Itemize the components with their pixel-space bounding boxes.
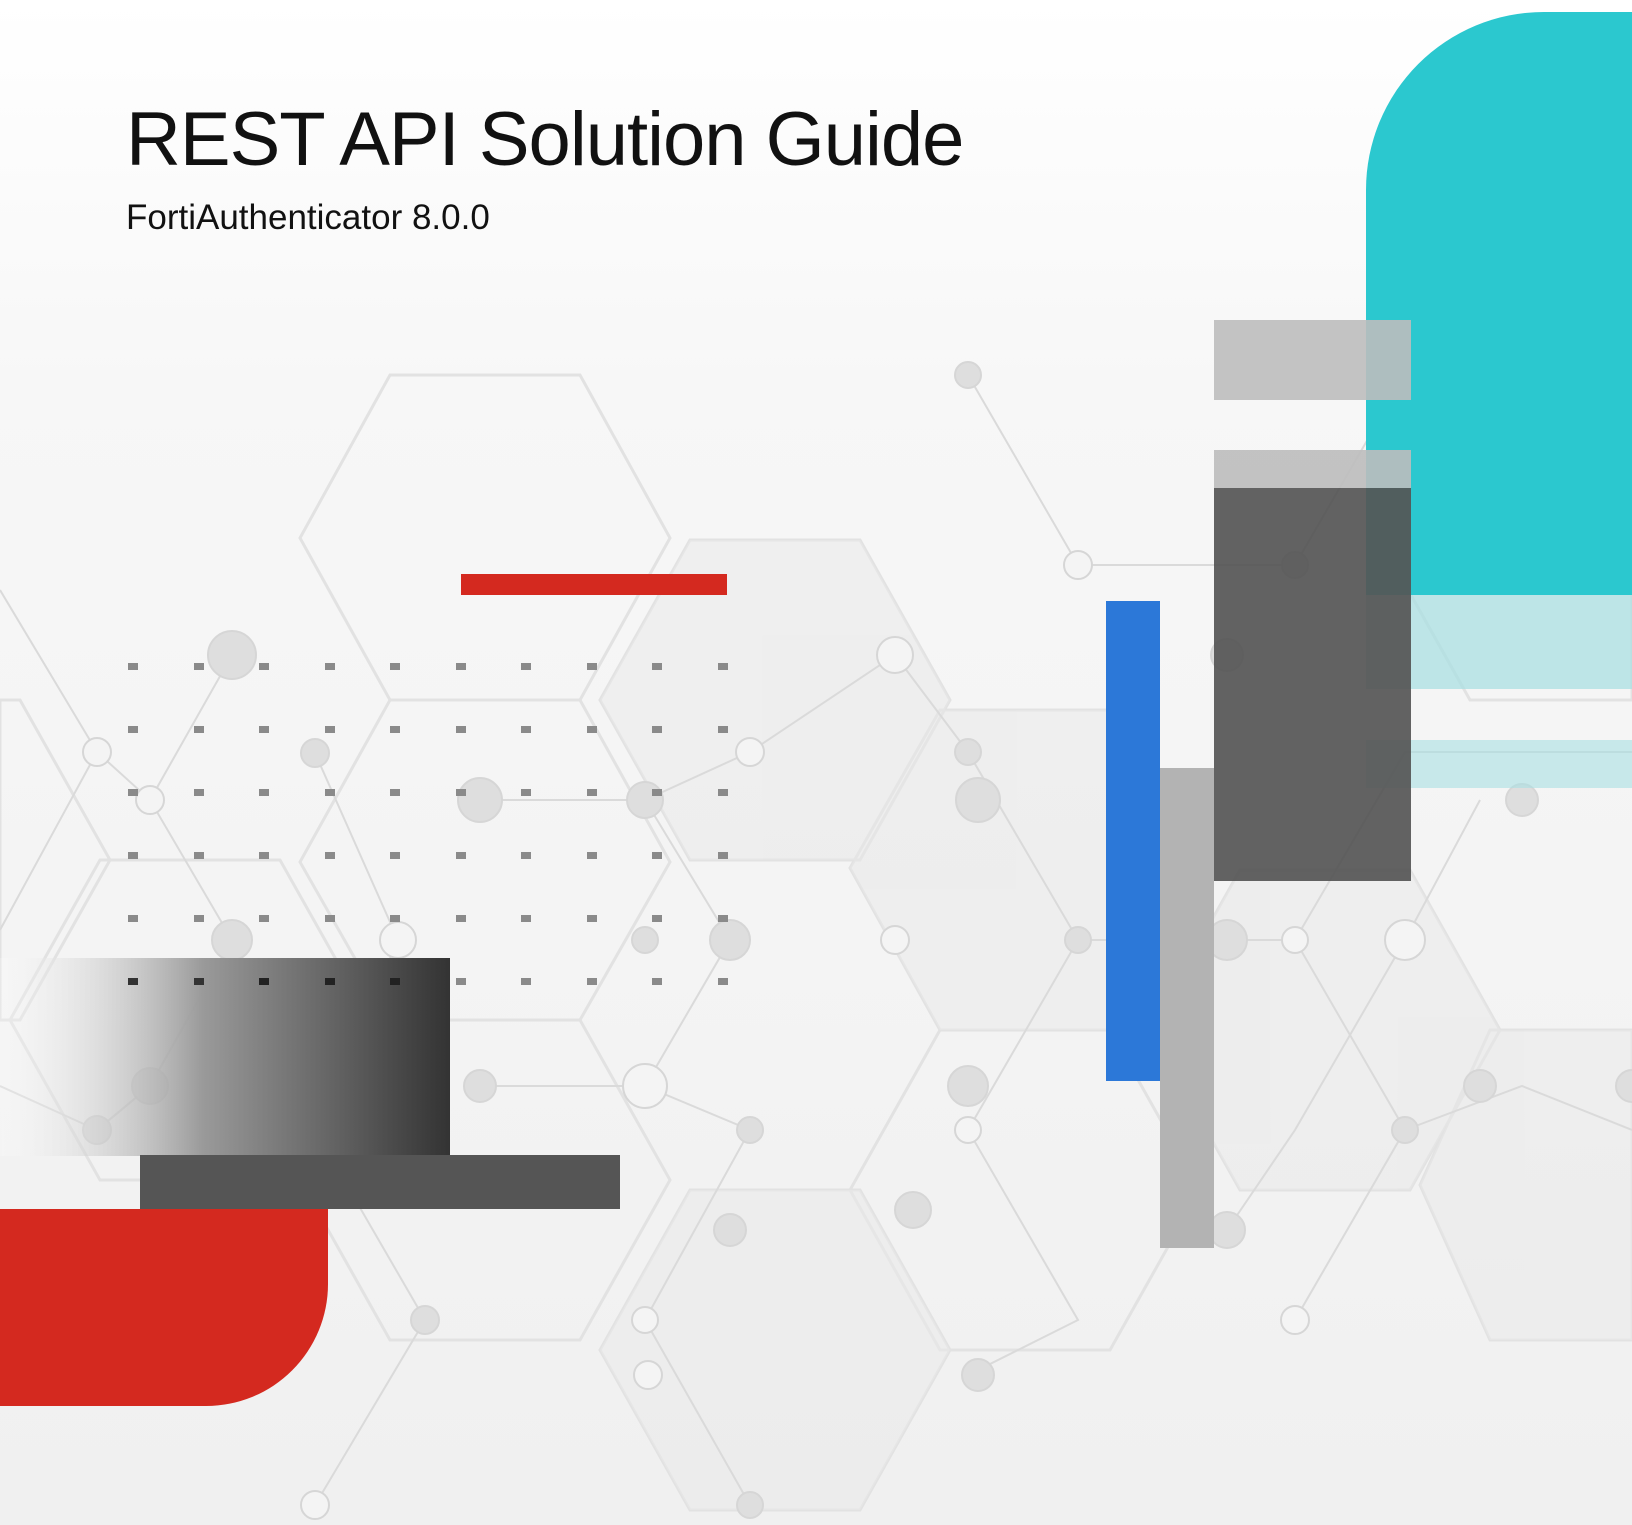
light-gray-vertical-bar xyxy=(1160,768,1214,1248)
light-gray-block-mid xyxy=(1214,450,1411,488)
product-version: FortiAuthenticator 8.0.0 xyxy=(126,198,490,237)
dot-grid xyxy=(128,663,728,922)
blue-accent-bar xyxy=(1106,601,1160,1081)
teal-rounded-shape xyxy=(1366,12,1632,595)
dot-grid-last-row xyxy=(128,978,728,985)
red-rounded-shape xyxy=(0,1209,328,1406)
dark-gray-bar xyxy=(140,1155,620,1209)
document-title: REST API Solution Guide xyxy=(126,97,964,182)
light-gray-block-top xyxy=(1214,320,1411,400)
dark-gray-tall-block xyxy=(1214,488,1411,881)
red-accent-bar xyxy=(461,574,727,595)
